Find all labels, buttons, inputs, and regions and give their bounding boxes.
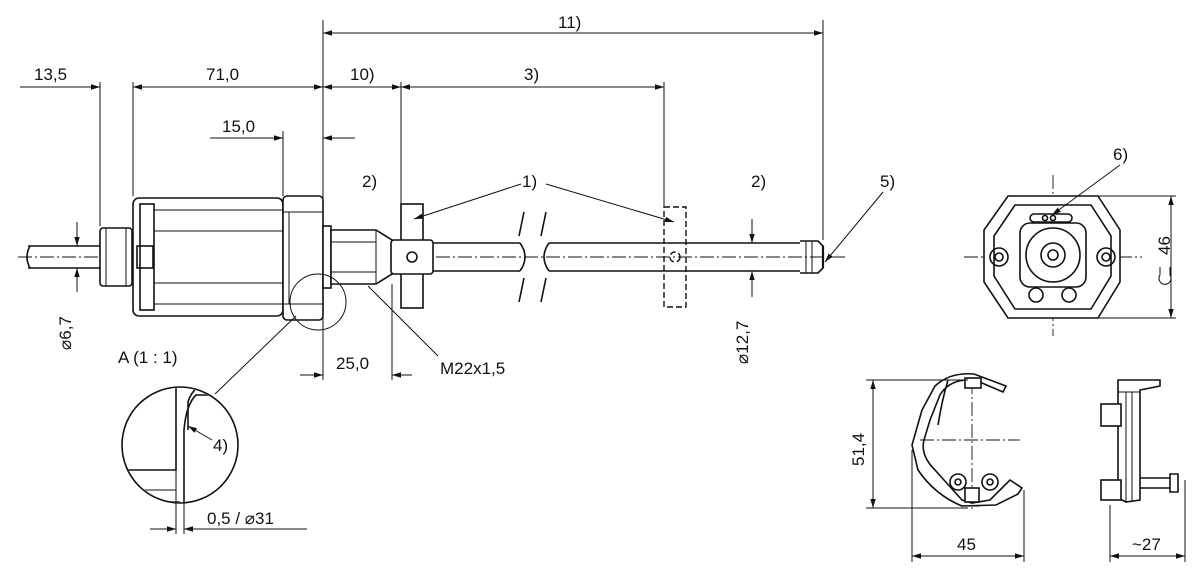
dim-11: 11) bbox=[558, 13, 581, 32]
clip-side-view: ~27 bbox=[1100, 379, 1186, 562]
dim-15-0: 15,0 bbox=[222, 117, 255, 136]
callout-5: 5) bbox=[880, 172, 895, 191]
callout-2-left: 2) bbox=[362, 172, 377, 191]
dim-10: 10) bbox=[350, 65, 375, 84]
clip-side-body bbox=[1117, 379, 1161, 503]
dim-45: 45 bbox=[957, 535, 976, 554]
callout-1: 1) bbox=[522, 172, 537, 191]
dim-46: 46 bbox=[1155, 236, 1174, 255]
dim-13-5: 13,5 bbox=[34, 65, 67, 84]
dim-phi-12-7: ⌀12,7 bbox=[733, 321, 752, 364]
dim-3: 3) bbox=[524, 65, 539, 84]
callout-2-right: 2) bbox=[751, 172, 766, 191]
callout-6: 6) bbox=[1113, 145, 1128, 164]
dim-phi-6-7: ⌀6,7 bbox=[56, 316, 75, 350]
clip-front-view: 51,4 45 bbox=[849, 372, 1025, 562]
detail-a-view: A (1 : 1) 4) 0,5 / ⌀31 bbox=[118, 315, 307, 534]
thread-label: M22x1,5 bbox=[440, 359, 505, 378]
hex-end-view: 6) 46 bbox=[964, 145, 1176, 336]
detail-a-marker bbox=[289, 273, 347, 331]
main-dimensions: 13,5 71,0 10) 3) 11) 15,0 25,0 ⌀6,7 ⌀12,… bbox=[20, 13, 824, 380]
position-magnet-end bbox=[663, 206, 687, 308]
cable-gland bbox=[99, 227, 133, 287]
wrench-icon bbox=[1158, 267, 1172, 285]
main-side-view bbox=[18, 195, 845, 331]
dim-71-0: 71,0 bbox=[206, 65, 239, 84]
callouts: 1) 2) 2) 5) bbox=[362, 172, 895, 263]
dim-25-0: 25,0 bbox=[336, 354, 369, 373]
dim-27: ~27 bbox=[1132, 535, 1161, 554]
detail-a-title: A (1 : 1) bbox=[118, 348, 178, 367]
hex-nut bbox=[330, 229, 393, 285]
dim-0-5-phi-31: 0,5 / ⌀31 bbox=[207, 509, 274, 528]
sensor-housing bbox=[132, 197, 284, 317]
clip-body bbox=[911, 372, 1024, 507]
callout-4: 4) bbox=[213, 436, 228, 455]
sensor-rod bbox=[392, 242, 800, 272]
dim-51-4: 51,4 bbox=[849, 433, 868, 466]
